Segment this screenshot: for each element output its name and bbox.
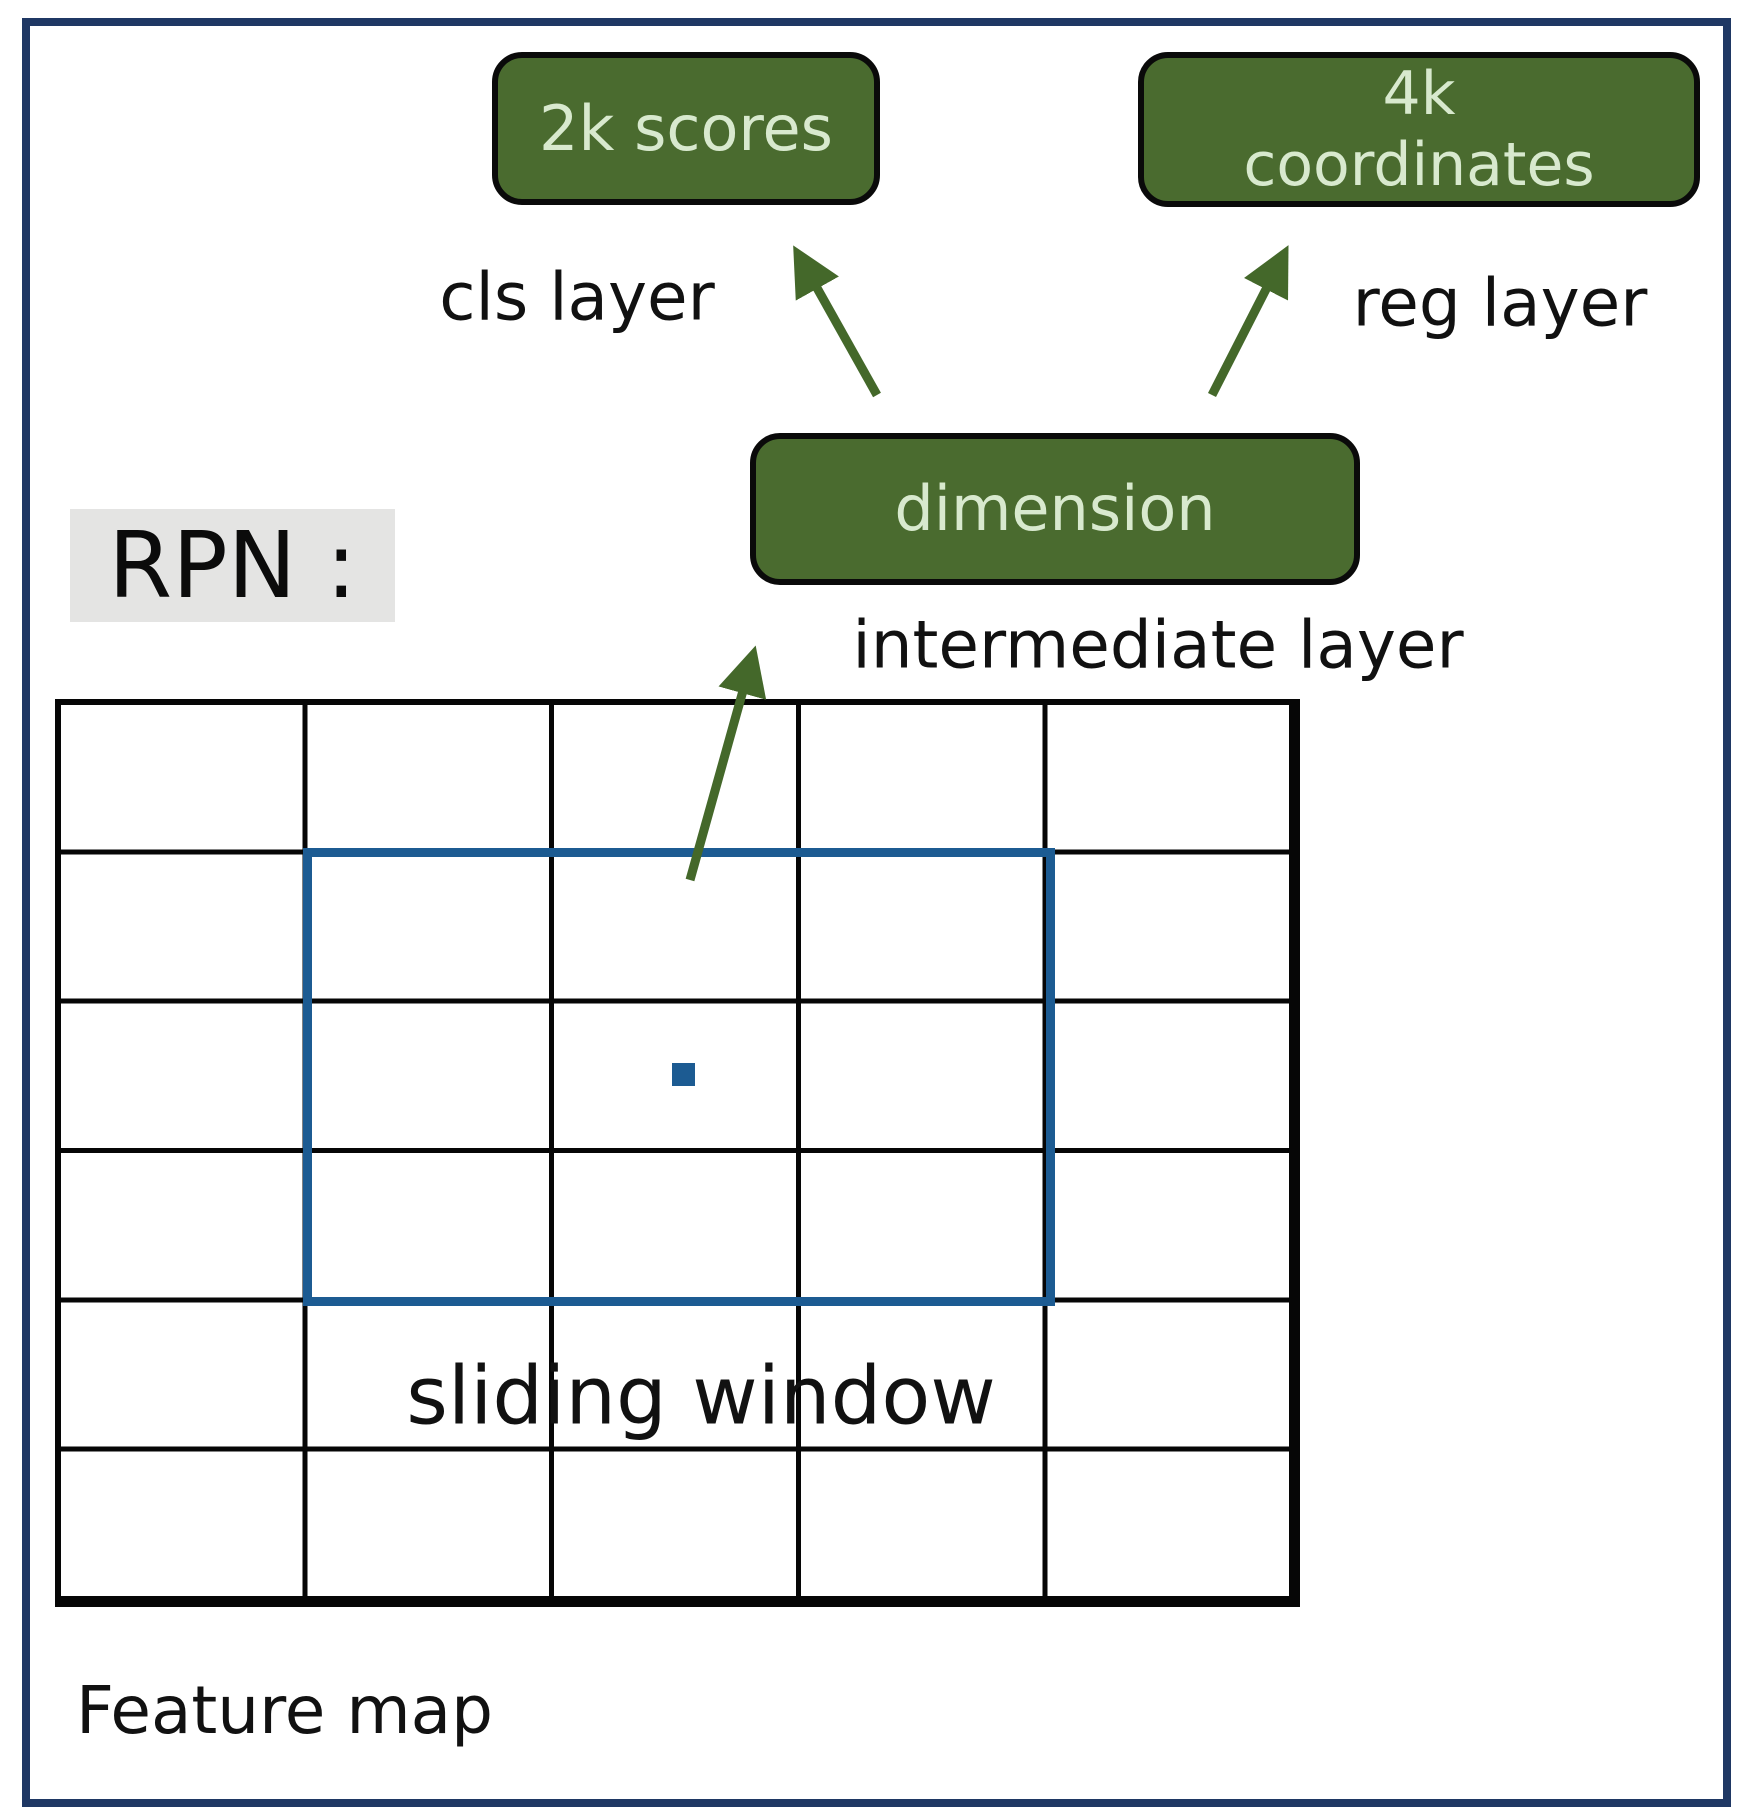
rpn-title-badge: RPN : (70, 509, 395, 622)
outer-frame (22, 18, 1731, 1807)
sliding-window-label: sliding window (406, 1349, 996, 1443)
dimension-box: dimension (750, 433, 1360, 585)
coordinates-box: 4k coordinates (1138, 52, 1700, 207)
coordinates-box-label: 4k coordinates (1243, 59, 1594, 201)
scores-box: 2k scores (492, 52, 880, 205)
coordinates-line1: 4k (1382, 58, 1456, 129)
intermediate-layer-label: intermediate layer (852, 606, 1464, 684)
reg-layer-label: reg layer (1352, 264, 1648, 342)
sliding-window-rect (303, 848, 1055, 1306)
anchor-center-dot (672, 1063, 695, 1086)
feature-map-label: Feature map (76, 1672, 494, 1749)
scores-box-label: 2k scores (539, 91, 833, 165)
dimension-box-label: dimension (894, 472, 1216, 546)
cls-layer-label: cls layer (439, 258, 715, 336)
coordinates-line2: coordinates (1243, 129, 1595, 200)
